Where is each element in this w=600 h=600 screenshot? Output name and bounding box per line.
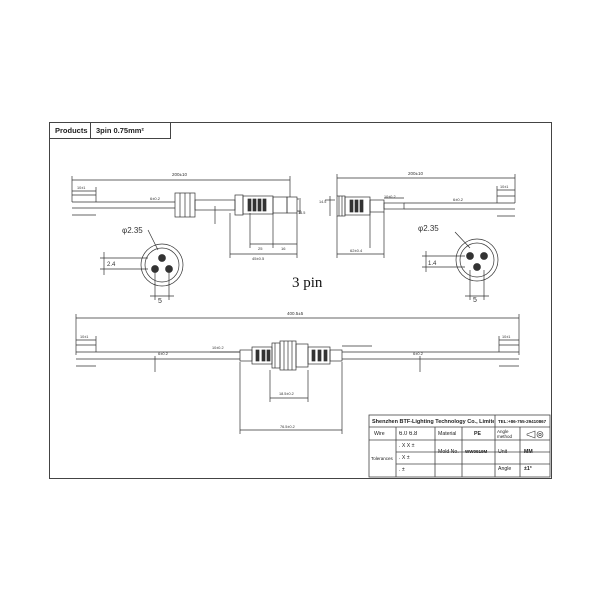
tolerance-3: . ± <box>399 467 405 473</box>
dim-top-left-length: 200±10 <box>172 172 187 177</box>
material-value: PE <box>474 431 481 437</box>
dim-bottom-sub: 10±0.2 <box>212 346 224 350</box>
dim-pitch-right-v: 1.4 <box>428 261 437 267</box>
projection-symbol-icon <box>526 430 544 439</box>
dim-diam-right: φ2.35 <box>418 224 439 233</box>
unit-label: Unit <box>498 449 508 455</box>
right-pin-face <box>422 231 499 300</box>
product-header: Products 3pin 0.75mm² <box>50 123 551 139</box>
unit-value: MM <box>524 449 533 455</box>
left-pin-face <box>100 229 184 300</box>
dim-diam-left: φ2.35 <box>122 226 143 235</box>
dim-wire-tip-bl: 10±1 <box>80 335 88 339</box>
mold-label: Mold No. <box>438 449 459 455</box>
dim-cable-tr: 6±0.2 <box>453 197 464 202</box>
title-block-grid <box>368 414 551 478</box>
material-label: Material <box>438 431 457 437</box>
dim-pitch-left-h: 5 <box>158 298 162 305</box>
dim-female-total: 62±0.4 <box>350 248 363 253</box>
dim-male-d2: 16 <box>281 246 286 251</box>
company-name: Shenzhen BTF-Lighting Technology Co., Li… <box>372 419 494 425</box>
dim-pitch-left-v: 2.4 <box>107 262 116 268</box>
dim-cable-tl: 6±0.2 <box>150 196 161 201</box>
product-spec: 3pin 0.75mm² <box>91 123 171 139</box>
dim-female-cable: 10±0.2 <box>384 195 396 199</box>
drawing-sheet: Products 3pin 0.75mm² <box>49 122 552 479</box>
tolerance-1: . X X ± <box>399 443 415 449</box>
angle-label: Angle <box>498 466 512 472</box>
dim-bottom-length: 400.5±5 <box>287 311 304 316</box>
dim-top-right-length: 200±10 <box>408 171 423 176</box>
female-connector-drawing <box>325 174 516 258</box>
tolerance-2: . X ± <box>399 455 410 461</box>
pin-count-label: 3 pin <box>292 275 323 291</box>
dim-wire-tip-tl: 10±1 <box>77 186 85 190</box>
dim-cable-bl: 6±0.2 <box>158 351 169 356</box>
dim-male-total: 45±0.5 <box>252 256 265 261</box>
dim-bottom-total: 76.5±0.2 <box>280 425 295 429</box>
tolerance-label: Tolerances <box>371 456 393 461</box>
wire-label: Wire <box>374 431 385 437</box>
dim-bottom-mid: 18.5±0.2 <box>279 392 294 396</box>
wire-values: 6.0 6.8 <box>399 431 418 437</box>
male-connector-drawing <box>71 176 301 258</box>
dim-wire-tip-tr: 10±1 <box>500 185 508 189</box>
assembled-cable-drawing <box>75 314 520 434</box>
dim-male-small: 14.5 <box>298 211 305 215</box>
products-label: Products <box>50 123 91 139</box>
mold-value: WW0919M <box>465 449 488 454</box>
angle-value: ±1° <box>524 466 532 472</box>
dim-female-small: 14.5 <box>319 200 326 204</box>
dim-cable-br: 6±0.2 <box>413 351 424 356</box>
dim-male-d1: 25 <box>258 246 263 251</box>
dim-wire-tip-br: 10±1 <box>502 335 510 339</box>
company-tel: TEL:+86-755-29410867 <box>498 419 547 424</box>
dim-pitch-right-h: 5 <box>473 297 477 304</box>
angle-method-label: Angle method <box>497 429 513 439</box>
